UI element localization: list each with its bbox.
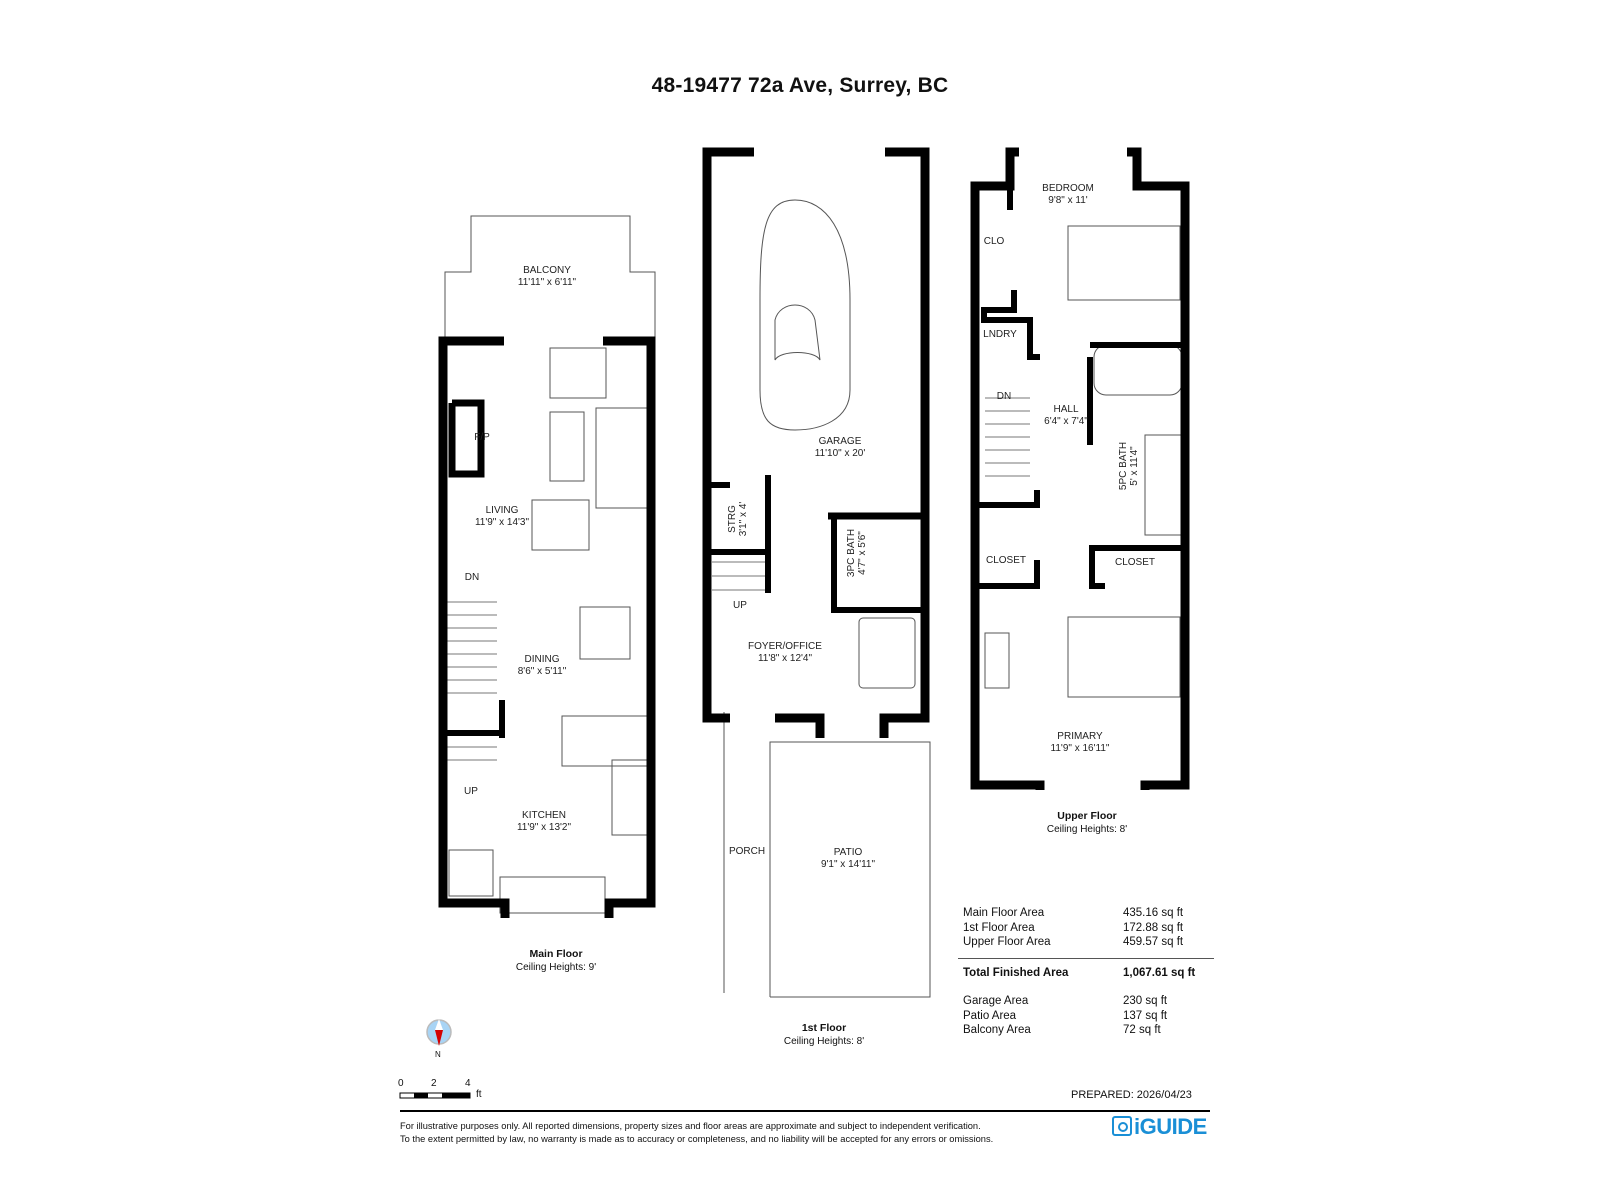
room-porch: PORCH	[728, 846, 766, 857]
footer-divider	[400, 1110, 1210, 1112]
scale-tick: 2	[431, 1078, 437, 1089]
room-closet-left: CLOSET	[985, 555, 1027, 566]
iguide-logo-icon	[1112, 1116, 1132, 1136]
stair-down-label: DN	[464, 572, 480, 583]
room-laundry: LNDRY	[983, 329, 1017, 340]
room-closet-right: CLOSET	[1114, 557, 1156, 568]
stair-up-label: UP	[464, 786, 478, 797]
room-fireplace: F/P	[474, 432, 490, 443]
disclaimer-line: For illustrative purposes only. All repo…	[400, 1121, 981, 1131]
compass-north-label: N	[435, 1050, 441, 1059]
disclaimer-line: To the extent permitted by law, no warra…	[400, 1134, 994, 1144]
scale-tick: 0	[398, 1078, 404, 1089]
disclaimer: For illustrative purposes only. All repo…	[400, 1120, 1120, 1146]
divider	[958, 957, 1214, 959]
iguide-logo: iGUIDE	[1112, 1114, 1207, 1140]
property-address-title: 48-19477 72a Ave, Surrey, BC	[651, 74, 949, 97]
brand-name: iGUIDE	[1134, 1114, 1207, 1139]
scale-tick: 4	[465, 1078, 471, 1089]
room-closet-small: CLO	[983, 236, 1005, 247]
stair-up-label-1st: UP	[733, 600, 747, 611]
stair-down-label-upper: DN	[996, 391, 1012, 402]
prepared-date: PREPARED: 2026/04/23	[1071, 1089, 1192, 1101]
balcony-outline	[444, 215, 656, 338]
scale-unit: ft	[476, 1089, 482, 1100]
